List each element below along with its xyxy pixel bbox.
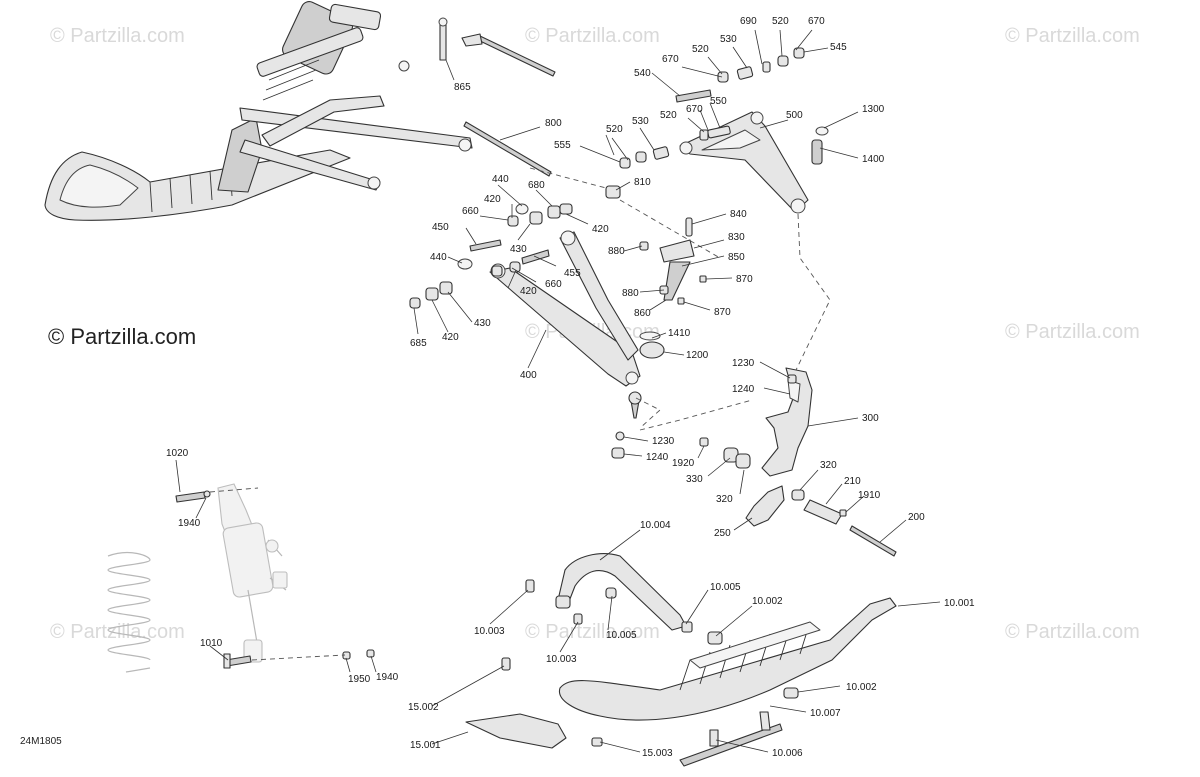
callout-1240-a: 1240 [732, 384, 755, 395]
callout-550: 550 [710, 96, 727, 107]
callout-865: 865 [454, 82, 471, 93]
callout-555: 555 [554, 140, 571, 151]
callout-830: 830 [728, 232, 745, 243]
callout-530-b: 530 [632, 116, 649, 127]
callout-530-a: 530 [720, 34, 737, 45]
callout-320-a: 320 [820, 460, 837, 471]
callout-420-b: 420 [592, 224, 609, 235]
callout-810: 810 [634, 177, 651, 188]
callout-10-006: 10.006 [772, 748, 803, 759]
callout-1240-b: 1240 [646, 452, 669, 463]
callout-210: 210 [844, 476, 861, 487]
callout-860: 860 [634, 308, 651, 319]
callout-1010: 1010 [200, 638, 223, 649]
leader-lines [175, 29, 941, 753]
callout-10-003-b: 10.003 [546, 654, 577, 665]
callout-1920: 1920 [672, 458, 695, 469]
callout-10-007: 10.007 [810, 708, 841, 719]
callout-15-001: 15.001 [410, 740, 441, 751]
callout-200: 200 [908, 512, 925, 523]
callout-680: 680 [528, 180, 545, 191]
main-watermark: © Partzilla.com [48, 324, 196, 349]
lower-a-arm-400 [409, 185, 665, 419]
shock-absorber-assembly [107, 483, 375, 673]
callout-1200: 1200 [686, 350, 709, 361]
callout-10-001: 10.001 [944, 598, 975, 609]
watermark-6: © Partzilla.com [50, 621, 185, 643]
callout-1300: 1300 [862, 104, 885, 115]
callout-1410: 1410 [668, 328, 691, 339]
callout-330: 330 [686, 474, 703, 485]
callout-1230-b: 1230 [652, 436, 675, 447]
callout-520-d: 520 [660, 110, 677, 121]
callout-1940-b: 1940 [376, 672, 399, 683]
watermark-1: © Partzilla.com [50, 25, 185, 47]
callout-455: 455 [564, 268, 581, 279]
callout-540: 540 [634, 68, 651, 79]
callout-10-002-a: 10.002 [752, 596, 783, 607]
callout-10-005-b: 10.005 [606, 630, 637, 641]
callout-1400: 1400 [862, 154, 885, 165]
callout-660-b: 660 [545, 279, 562, 290]
callout-440-a: 440 [492, 174, 509, 185]
callout-685: 685 [410, 338, 427, 349]
callout-880-b: 880 [622, 288, 639, 299]
callout-420-d: 420 [442, 332, 459, 343]
callout-670-b: 670 [662, 54, 679, 65]
callout-670-c: 670 [686, 104, 703, 115]
callout-850: 850 [728, 252, 745, 263]
callout-15-002: 15.002 [408, 702, 439, 713]
callout-1020: 1020 [166, 448, 189, 459]
watermark-8: © Partzilla.com [1005, 621, 1140, 643]
steering-rods [438, 17, 556, 177]
watermark-2: © Partzilla.com [525, 25, 660, 47]
callout-1950: 1950 [348, 674, 371, 685]
callout-545: 545 [830, 42, 847, 53]
callout-870-b: 870 [714, 307, 731, 318]
callout-300: 300 [862, 413, 879, 424]
callout-660-a: 660 [462, 206, 479, 217]
exploded-ski [465, 553, 897, 767]
callout-690: 690 [740, 16, 757, 27]
callout-500: 500 [786, 110, 803, 121]
assembly-lines [209, 167, 831, 661]
callout-labels: 865 690 520 670 530 545 670 520 540 800 … [166, 16, 975, 759]
callout-250: 250 [714, 528, 731, 539]
callout-10-002-b: 10.002 [846, 682, 877, 693]
callout-320-b: 320 [716, 494, 733, 505]
watermark-7: © Partzilla.com [525, 621, 660, 643]
assembled-shock [256, 1, 382, 101]
callout-840: 840 [730, 209, 747, 220]
callout-10-005-a: 10.005 [710, 582, 741, 593]
callout-420-c: 420 [520, 286, 537, 297]
callout-440-b: 440 [430, 252, 447, 263]
watermark-3: © Partzilla.com [1005, 25, 1140, 47]
watermark-5: © Partzilla.com [1005, 321, 1140, 343]
callout-520-b: 520 [692, 44, 709, 55]
callout-670-a: 670 [808, 16, 825, 27]
callout-15-003: 15.003 [642, 748, 673, 759]
callout-450: 450 [432, 222, 449, 233]
callout-1910: 1910 [858, 490, 881, 501]
assembled-suspension-view [44, 1, 473, 221]
callout-1940-a: 1940 [178, 518, 201, 529]
callout-430-a: 430 [510, 244, 527, 255]
callout-800: 800 [545, 118, 562, 129]
callout-420-a: 420 [484, 194, 501, 205]
callout-430-b: 430 [474, 318, 491, 329]
callout-870-a: 870 [736, 274, 753, 285]
callout-400: 400 [520, 370, 537, 381]
upper-a-arm-500 [619, 47, 829, 214]
drawing-code: 24M1805 [20, 736, 62, 747]
callout-10-004: 10.004 [640, 520, 671, 531]
callout-1230-a: 1230 [732, 358, 755, 369]
callout-520-a: 520 [772, 16, 789, 27]
callout-520-c: 520 [606, 124, 623, 135]
spindle-300 [611, 367, 897, 557]
callout-10-003-a: 10.003 [474, 626, 505, 637]
callout-880-a: 880 [608, 246, 625, 257]
